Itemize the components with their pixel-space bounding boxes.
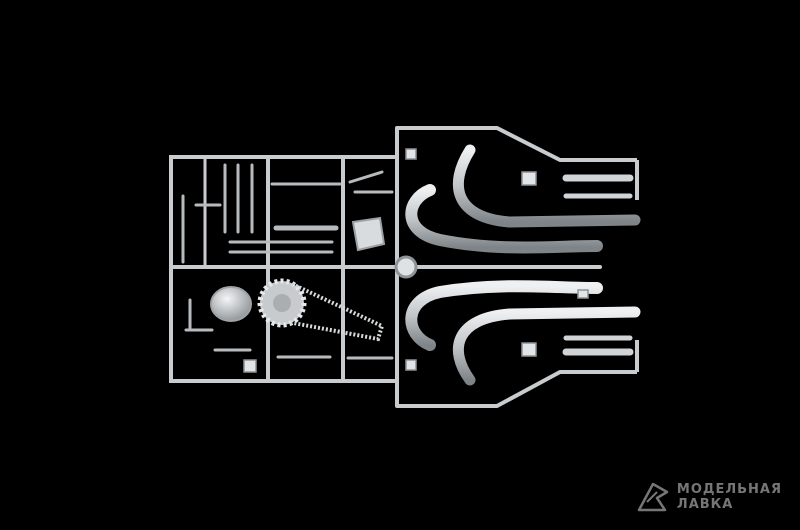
chain-part xyxy=(287,282,385,342)
disc-part xyxy=(210,286,252,322)
bracket-part xyxy=(351,216,386,252)
small-clips xyxy=(243,148,589,373)
small-rods-upper xyxy=(181,163,394,264)
small-rods-lower xyxy=(184,298,394,360)
short-tubes xyxy=(562,174,634,356)
sprocket-part xyxy=(257,278,307,328)
watermark-line-2: ЛАВКА xyxy=(676,497,734,512)
watermark-line-1: МОДЕЛЬНАЯ xyxy=(676,482,782,497)
hub-part xyxy=(394,255,418,279)
watermark-text: МОДЕЛЬНАЯ ЛАВКА xyxy=(677,482,782,512)
logo-icon xyxy=(637,482,669,512)
exhaust-tubes xyxy=(405,144,641,386)
watermark: МОДЕЛЬНАЯ ЛАВКА xyxy=(635,480,782,514)
